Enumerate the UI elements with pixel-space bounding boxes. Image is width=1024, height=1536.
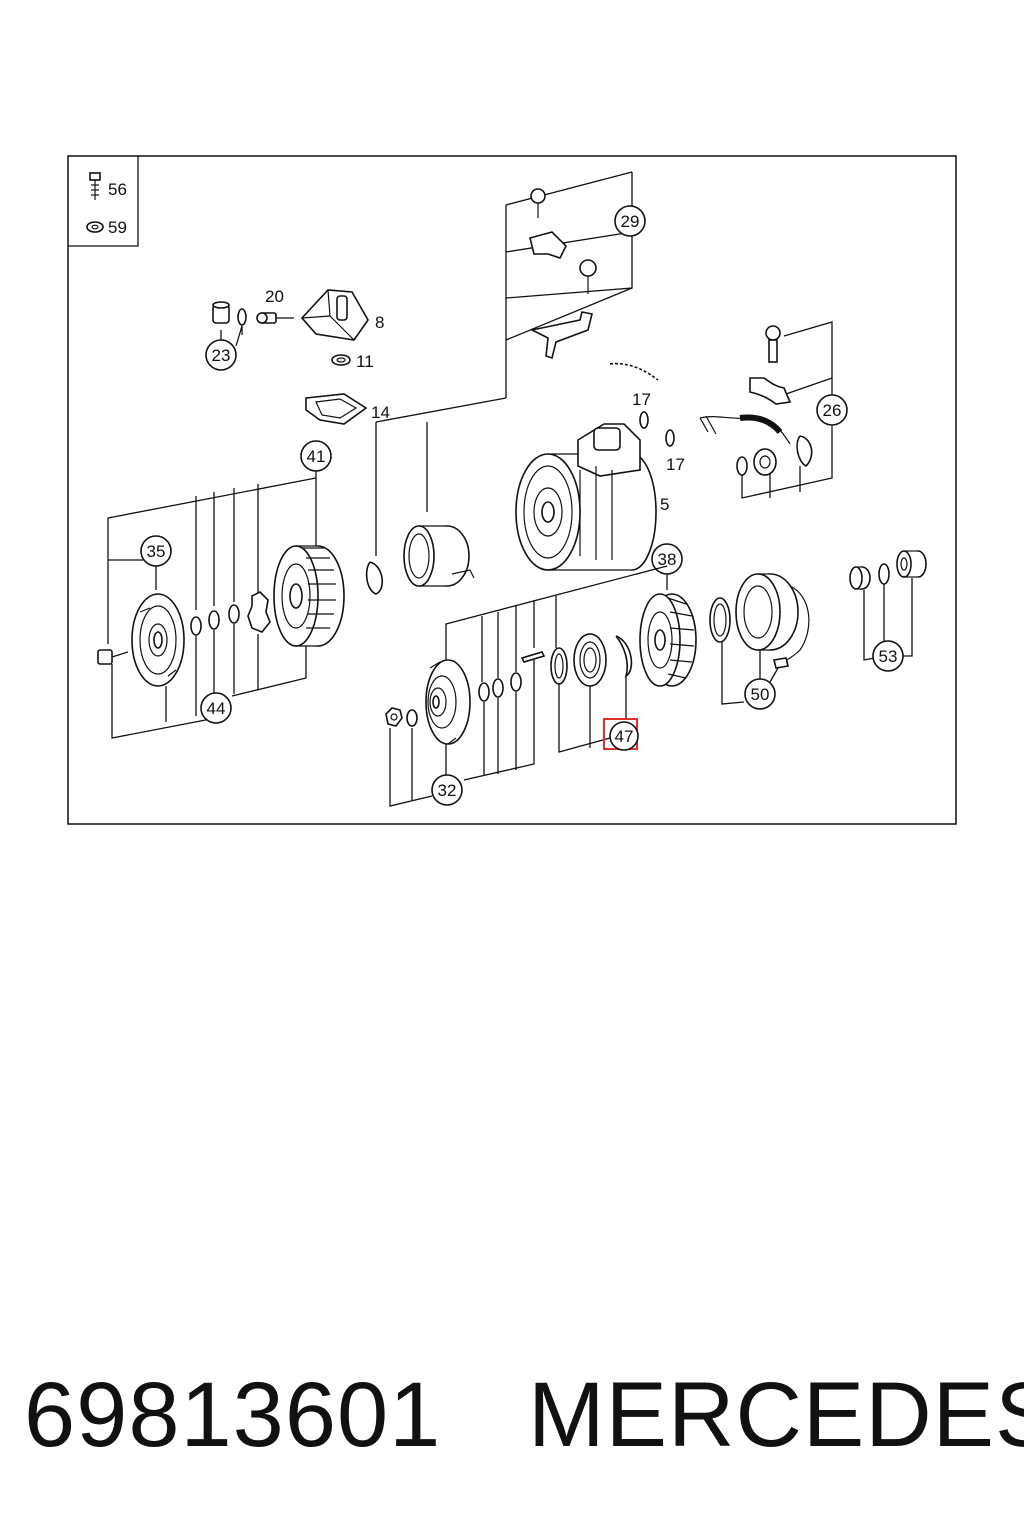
oring-53 [878, 563, 890, 585]
sleeve-53b [896, 550, 927, 578]
compressor-part [515, 423, 657, 571]
snapring-50 [709, 597, 731, 643]
spring-washer-44 [247, 591, 271, 633]
nut-32 [385, 707, 403, 727]
shim-44a [190, 616, 202, 636]
snapring-47 [615, 635, 633, 678]
washer-icon [86, 221, 104, 233]
pulley-38 [639, 593, 697, 687]
circle-label-35: 35 [147, 542, 166, 561]
gasket-part [305, 393, 368, 425]
oring-17a [639, 411, 649, 429]
callout-53: 53 [872, 640, 904, 672]
caption: 69813601 MERCEDES [0, 1360, 1024, 1470]
sleeve-53a [849, 566, 871, 590]
shim-32c [510, 672, 522, 692]
fitting-26 [753, 448, 777, 476]
part-number: 69813601 [24, 1364, 442, 1466]
screw-29b [579, 259, 597, 294]
washer-32 [406, 709, 418, 727]
wire-harness-26 [699, 414, 791, 445]
bracket-part [300, 289, 369, 341]
circle-label-26: 26 [823, 401, 842, 420]
circle-label-53: 53 [879, 647, 898, 666]
shim-32a [478, 682, 490, 702]
oring-17b [665, 429, 675, 447]
circle-label-44: 44 [207, 699, 226, 718]
bolt-35 [97, 649, 129, 665]
washer-11-part [331, 354, 351, 366]
clamp-26 [749, 377, 792, 405]
label-8: 8 [375, 313, 384, 332]
pulley-41 [273, 545, 345, 647]
bearing-38 [573, 633, 607, 687]
coil-50 [735, 573, 810, 669]
callout-35: 35 [140, 535, 172, 567]
circle-label-32: 32 [438, 781, 457, 800]
callout-26: 26 [816, 394, 848, 426]
pin-part [520, 651, 546, 663]
circle-label-29: 29 [621, 212, 640, 231]
oring-26 [736, 456, 748, 476]
callout-23: 23 [205, 339, 237, 371]
clip-29 [529, 231, 567, 259]
screw-29a [530, 188, 546, 218]
circle-label-50: 50 [751, 685, 770, 704]
diagram-frame [67, 155, 957, 825]
bolt-icon [89, 172, 101, 200]
label-11: 11 [356, 352, 374, 371]
bolt-26 [765, 325, 781, 363]
callout-47-highlight: 47 [603, 718, 639, 751]
shim-44b [208, 610, 220, 630]
clutch-plate-35 [131, 593, 185, 687]
bearing-sleeve [403, 525, 475, 587]
brand-name: MERCEDES [528, 1364, 1024, 1466]
legend-box: 56 59 [68, 156, 139, 247]
legend-washer-label: 59 [108, 218, 127, 237]
bracket-29 [529, 311, 593, 360]
oring-38 [550, 647, 568, 685]
circle-label-38: 38 [658, 550, 677, 569]
cap-part [212, 301, 230, 324]
label-17a: 17 [632, 390, 651, 409]
label-20: 20 [265, 287, 284, 306]
legend-bolt-label: 56 [108, 180, 127, 199]
oring-part [237, 308, 247, 326]
callout-29: 29 [614, 205, 646, 237]
label-5: 5 [660, 495, 669, 514]
circle-label-23: 23 [212, 346, 231, 365]
parts-diagram: 56 59 20 8 11 14 [67, 155, 957, 825]
callout-50: 50 [744, 678, 776, 710]
hose-part [607, 362, 659, 381]
label-17b: 17 [666, 455, 685, 474]
snapring-26 [796, 435, 813, 467]
sensor-part [256, 312, 294, 324]
callout-44: 44 [200, 692, 232, 724]
callout-41: 41 [300, 440, 332, 472]
shim-32b [492, 678, 504, 698]
callout-32: 32 [431, 774, 463, 806]
label-14: 14 [371, 403, 390, 422]
circle-label-47: 47 [615, 727, 634, 746]
snapring-41 [365, 561, 383, 595]
bracket-group-29 [505, 171, 633, 398]
shim-44c [228, 604, 240, 624]
callout-38: 38 [651, 543, 683, 575]
clutch-hub-32 [425, 659, 471, 745]
circle-label-41: 41 [307, 447, 326, 466]
